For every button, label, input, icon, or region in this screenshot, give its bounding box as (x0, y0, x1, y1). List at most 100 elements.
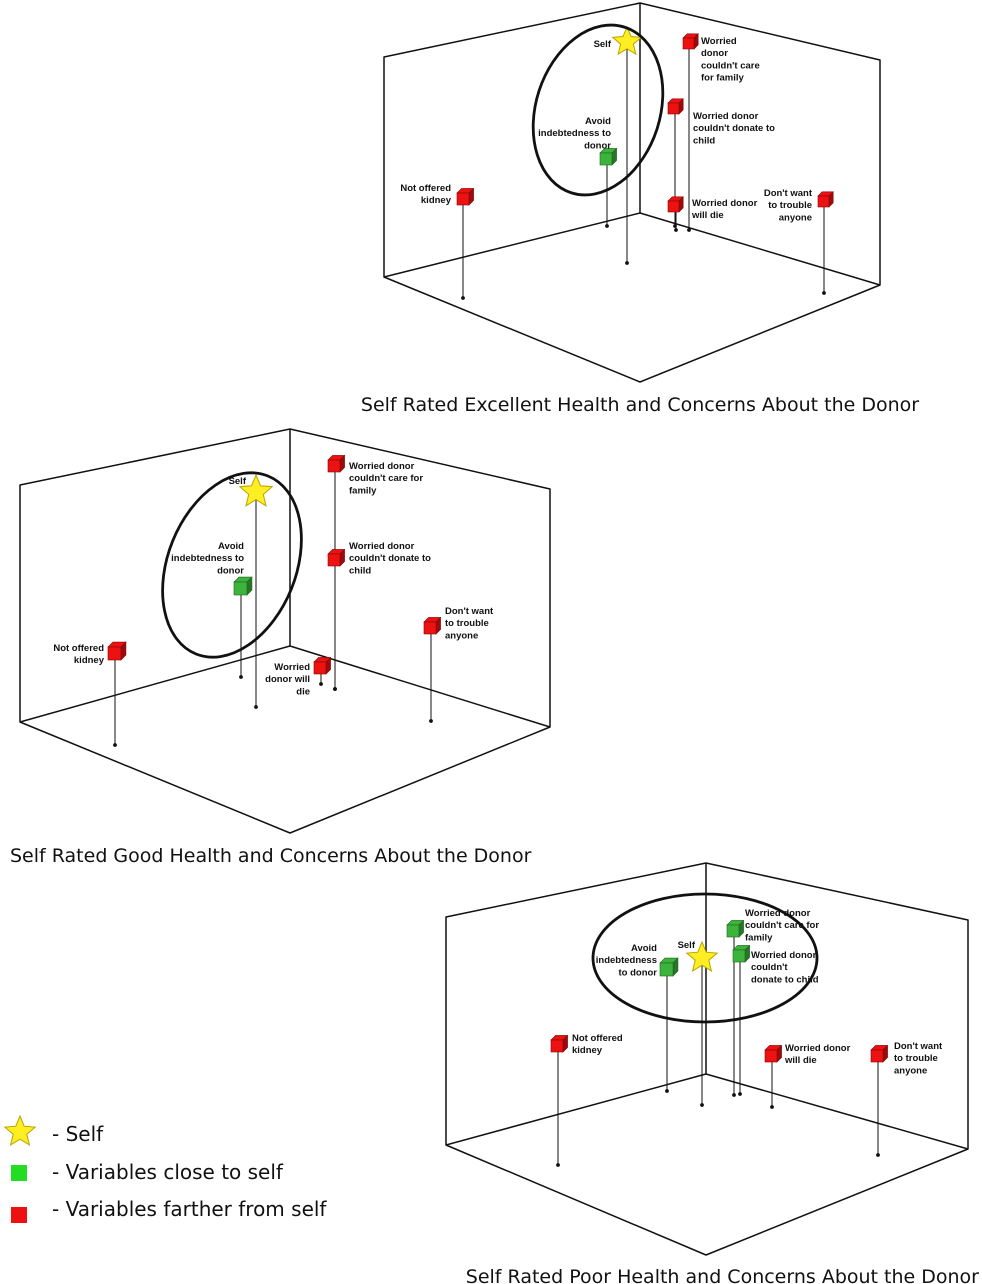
point-far-4-label-line: child (693, 135, 715, 146)
legend: - Self - Variables close to self - Variabl… (3, 1114, 327, 1223)
point-close-2-label-line: indebtedness to (538, 128, 611, 139)
point-close-3-label-line: Worried donor (745, 908, 811, 919)
floor-point (461, 296, 465, 300)
floor-point (333, 687, 337, 691)
point-self-1-label: Self (229, 476, 247, 487)
room-outline (445, 862, 969, 1256)
point-far-7-label-line: Not offered (400, 183, 451, 194)
close-to-self-ellipse (161, 471, 303, 659)
far-cube-marker (327, 548, 346, 567)
floor-point (556, 1163, 560, 1167)
point-far-5-label-line: Not offered (572, 1033, 623, 1044)
legend-close-label: - Variables close to self (52, 1160, 284, 1184)
floor-point (876, 1153, 880, 1157)
point-far-7-label-line: Not offered (53, 643, 104, 654)
legend-close-square-icon (11, 1165, 27, 1181)
point-self-1-label-line: Self (678, 940, 696, 951)
floor-point (674, 228, 678, 232)
point-close-2-label-line: indebtedness to (171, 553, 244, 564)
point-far-6-label-line: will die (784, 1055, 817, 1066)
point-far-4-label-line: Worried donor (349, 541, 415, 552)
point-far-4-label-line: couldn't donate to (693, 123, 775, 134)
point-far-3-label-line: Worried donor (349, 461, 415, 472)
point-far-6-label-line: Worried donor (785, 1043, 851, 1054)
far-cube-marker (817, 191, 834, 208)
room-floor-edge-left (445, 1073, 707, 1146)
point-far-4-label-line: child (349, 565, 371, 576)
close-cube-marker (726, 919, 745, 938)
point-far-6-label-line: anyone (779, 212, 812, 223)
close-to-self-ellipse (531, 23, 665, 197)
legend-self-label: - Self (52, 1122, 104, 1146)
self-star-icon (685, 940, 719, 972)
point-far-7-label-line: kidney (421, 195, 452, 206)
self-star-icon (611, 25, 643, 56)
point-self-1-label: Self (594, 39, 612, 50)
point-self-1-label-line: Self (594, 39, 612, 50)
point-close-3-label-line: family (745, 932, 773, 943)
close-cube-marker (233, 576, 253, 596)
panel-title: Self Rated Poor Health and Concerns Abou… (466, 1266, 979, 1284)
room-floor-edge-right (289, 645, 551, 728)
point-close-2-label-line: Avoid (218, 541, 244, 552)
point-far-7-label-line: kidney (74, 655, 105, 666)
room-floor-edge-left (19, 645, 291, 723)
floor-point (732, 1093, 736, 1097)
point-far-6-label-line: Don't want (764, 188, 813, 199)
far-cube-marker (667, 196, 684, 213)
point-far-3-label-line: couldn't care for (349, 473, 423, 484)
far-cube-marker (313, 656, 332, 675)
far-cube-marker (423, 616, 442, 635)
point-close-2-label-line: indebtedness (596, 955, 657, 966)
point-close-2-label-line: donor (584, 140, 611, 151)
far-cube-marker (107, 641, 127, 661)
point-far-3-label-line: Worried (701, 36, 737, 47)
self-star-icon (238, 473, 274, 507)
floor-point (429, 719, 433, 723)
point-far-6-label-line: die (296, 686, 310, 697)
floor-point (738, 1092, 742, 1096)
point-self-1-label: Self (678, 940, 696, 951)
point-far-6-label-line: donor will (265, 674, 310, 685)
close-cube-marker (659, 957, 679, 977)
point-close-4-label-line: donate to child (751, 974, 819, 985)
legend-far-square-icon (11, 1207, 27, 1223)
point-far-3-label-line: couldn't care (701, 60, 760, 71)
far-cube-marker (327, 454, 346, 473)
room-floor-edge-right (639, 212, 881, 286)
panel-title: Self Rated Good Health and Concerns Abou… (10, 845, 532, 867)
point-self-1-label-line: Self (229, 476, 247, 487)
legend-far-label: - Variables farther from self (52, 1197, 327, 1221)
far-cube-marker (870, 1044, 889, 1063)
point-far-6-label-line: to trouble (768, 200, 812, 211)
legend-star-icon (3, 1114, 37, 1146)
floor-point (605, 224, 609, 228)
point-far-5-label-line: anyone (445, 630, 478, 641)
point-far-7-label-line: anyone (894, 1065, 927, 1076)
point-far-3-label-line: donor (701, 48, 728, 59)
floor-point (239, 675, 243, 679)
point-close-2-label-line: to donor (618, 967, 657, 978)
point-far-6-label-line: Worried (274, 662, 310, 673)
point-far-3-label-line: for family (701, 73, 744, 84)
point-far-4-label-line: couldn't donate to (349, 553, 431, 564)
floor-point (254, 705, 258, 709)
point-close-2-label-line: Avoid (585, 116, 611, 127)
